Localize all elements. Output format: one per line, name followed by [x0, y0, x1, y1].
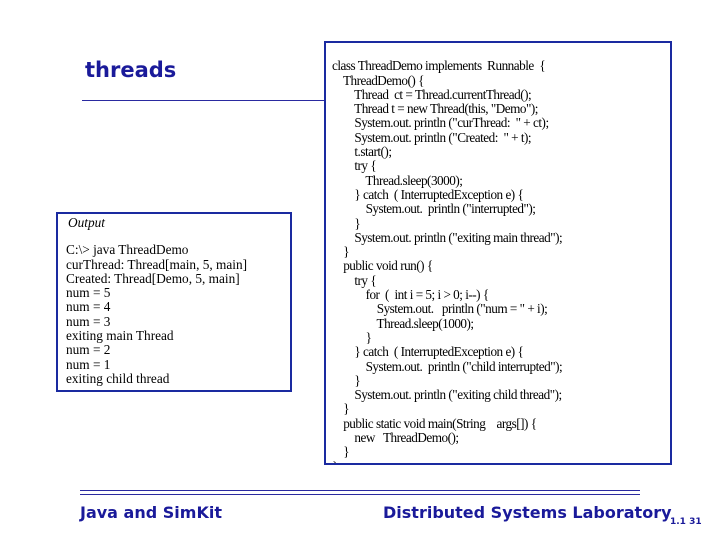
- code-line: }: [332, 372, 361, 388]
- code-line: System.out. println ("exiting child thre…: [332, 387, 562, 403]
- code-line: System.out. println ("num = " + i);: [332, 301, 548, 317]
- code-line: System.out. println ("Created: " + t);: [332, 129, 532, 145]
- title-divider: [82, 100, 324, 101]
- output-line: C:\> java ThreadDemo: [66, 242, 189, 258]
- code-line: try {: [332, 272, 377, 288]
- code-line: }: [332, 215, 361, 231]
- output-line: num = 4: [66, 299, 111, 315]
- code-line: }: [332, 244, 350, 260]
- code-line: for ( int i = 5; i > 0; i--) {: [332, 287, 490, 303]
- code-line: }: [332, 459, 664, 463]
- output-panel: Output C:\> java ThreadDemo curThread: T…: [56, 212, 292, 392]
- output-line: exiting main Thread: [66, 328, 174, 344]
- output-line: num = 3: [66, 313, 111, 329]
- code-listing: class ThreadDemo implements Runnable { T…: [324, 41, 672, 465]
- output-line: num = 2: [66, 342, 111, 358]
- code-line: public void run() {: [332, 258, 433, 274]
- code-line: }: [332, 329, 372, 345]
- output-line: num = 5: [66, 285, 111, 301]
- code-line: }: [332, 401, 350, 417]
- output-line: Created: Thread[Demo, 5, main]: [66, 270, 240, 286]
- footer-lab-name: Distributed Systems Laboratory: [383, 503, 672, 522]
- code-line: System.out. println ("child interrupted"…: [332, 358, 563, 374]
- output-heading: Output: [68, 215, 105, 230]
- code-line: System.out. println ("interrupted");: [332, 201, 536, 217]
- code-line: public static void main(String args[]) {: [332, 415, 537, 431]
- footer-divider-top: [80, 490, 640, 491]
- footer-course-title: Java and SimKit: [80, 503, 222, 522]
- code-line: } catch ( InterruptedException e) {: [332, 344, 524, 360]
- code-line: class ThreadDemo implements Runnable {: [332, 58, 546, 74]
- code-line: Thread.sleep(3000);: [332, 172, 463, 188]
- code-line: ThreadDemo() {: [332, 72, 425, 88]
- code-line: t.start();: [332, 144, 392, 160]
- code-line: System.out. println ("curThread: " + ct)…: [332, 115, 549, 131]
- output-line: exiting child thread: [66, 370, 170, 386]
- code-line: new ThreadDemo();: [332, 430, 459, 446]
- code-line: System.out. println ("exiting main threa…: [332, 229, 563, 245]
- page-number: 1.1 31: [670, 517, 702, 527]
- code-line: try {: [332, 158, 377, 174]
- output-line: num = 1: [66, 356, 111, 372]
- slide-title: threads: [85, 58, 177, 82]
- code-line: } catch ( InterruptedException e) {: [332, 186, 524, 202]
- output-line: curThread: Thread[main, 5, main]: [66, 256, 248, 272]
- footer-divider-bottom: [80, 494, 640, 495]
- code-line: Thread t = new Thread(this, "Demo");: [332, 101, 538, 117]
- code-line: Thread.sleep(1000);: [332, 315, 475, 331]
- code-line: Thread ct = Thread.currentThread();: [332, 86, 532, 102]
- code-line: }: [332, 444, 350, 460]
